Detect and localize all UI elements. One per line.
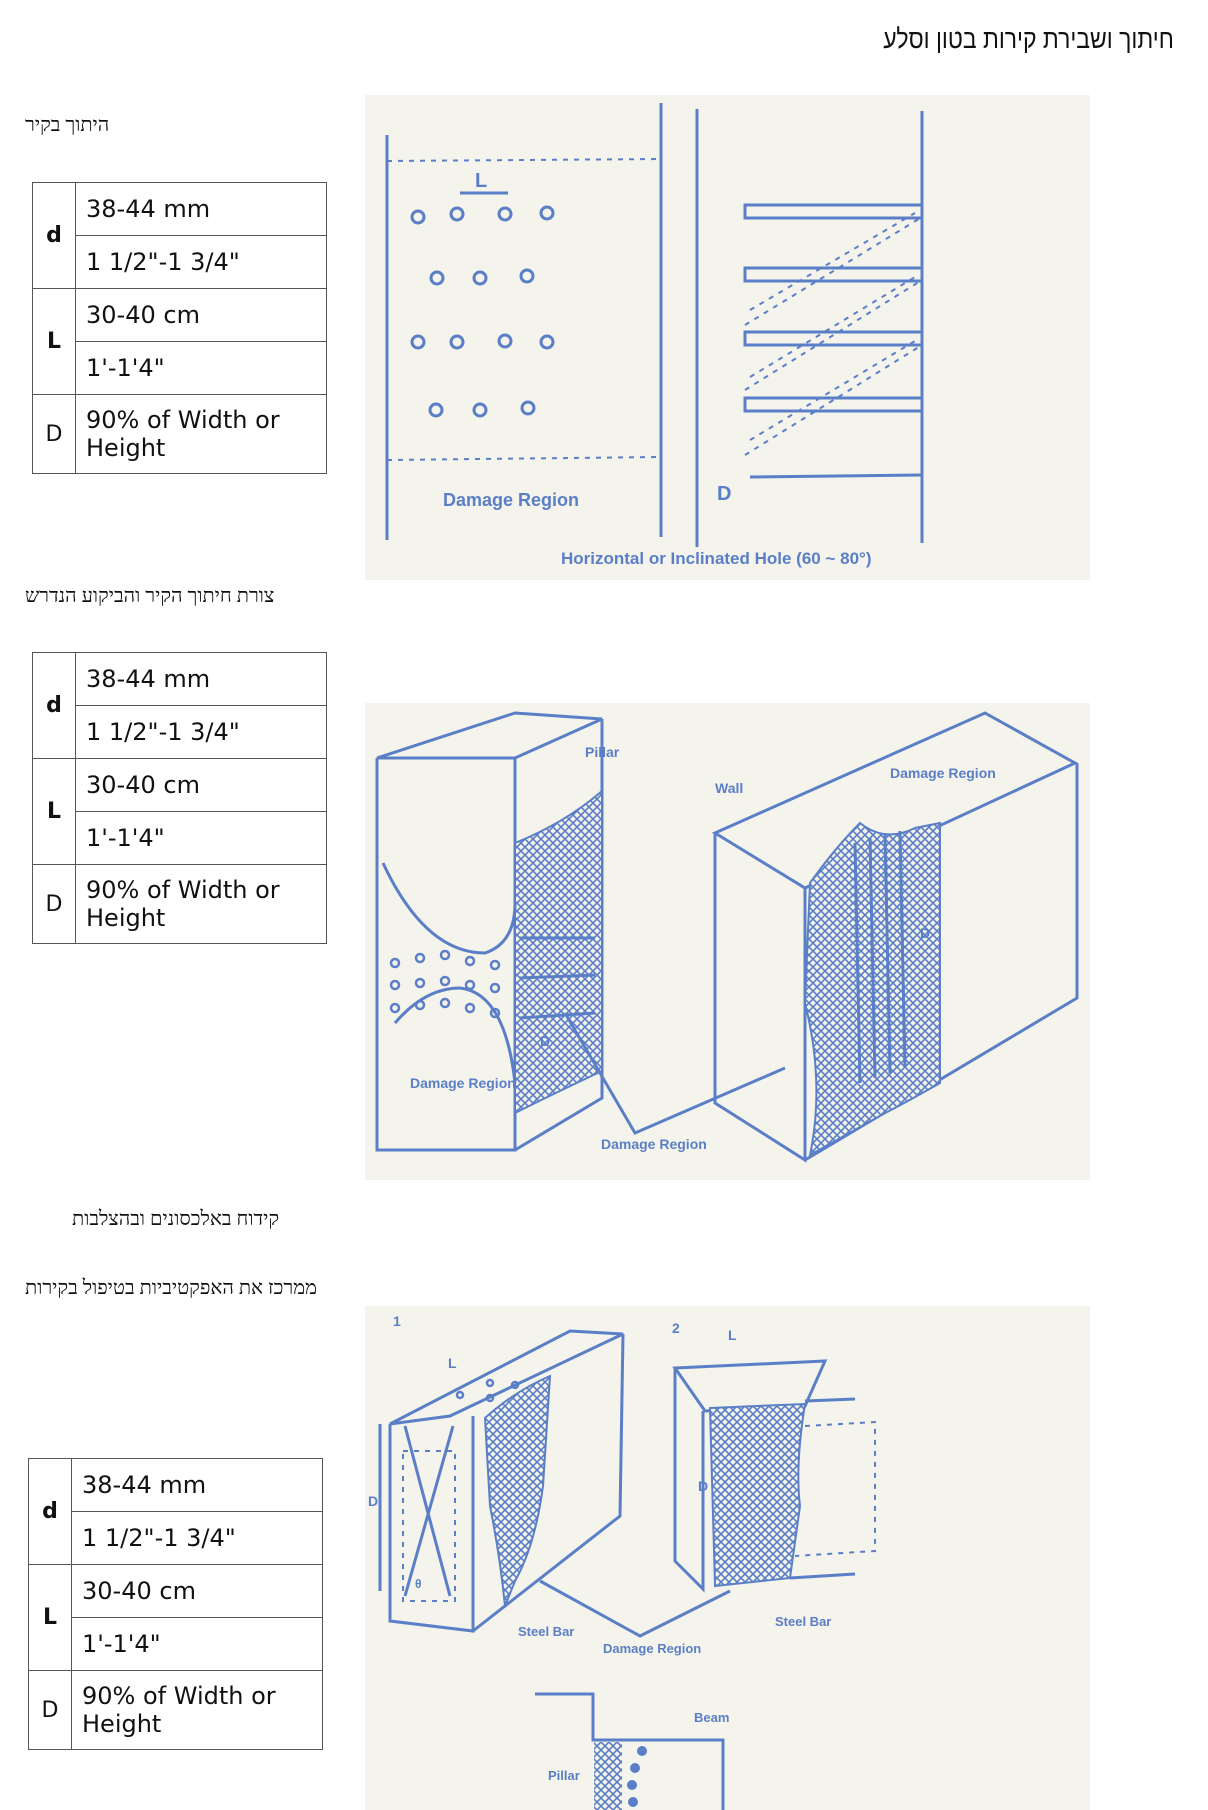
label-theta: θ [415,1577,422,1591]
beam-1-drawing: 1 L D θ Steel Bar [368,1313,625,1639]
label-damage-region-wall: Damage Region [890,765,996,781]
label-damage-region-bottom: Damage Region [601,1136,707,1152]
row-group-label: D [28,1670,72,1750]
wall-section: D [695,109,924,547]
label-damage-region-pillar: Damage Region [410,1075,516,1091]
table-row: 1 1/2"-1 3/4" [33,235,327,289]
table-row: 1 1/2"-1 3/4" [33,705,327,759]
row-group-label: D [32,394,76,474]
table-cell: 30-40 cm [75,758,327,812]
table-cell: 1 1/2"-1 3/4" [75,705,327,759]
label-wall: Wall [715,780,743,796]
table-row: 1 1/2"-1 3/4" [29,1511,323,1565]
table-cell: 1 1/2"-1 3/4" [71,1511,323,1565]
table-cell: 38-44 mm [71,1458,323,1512]
section-label-required-shape: צורת חיתוך הקיר והביקוע הנדרש [25,585,275,607]
table-row: 1'-1'4" [29,1617,323,1671]
label-D-wall: D [920,925,930,941]
figure-caption: Horizontal or Inclinated Hole (60 ~ 80°) [561,549,872,568]
label-L2: L [728,1327,737,1343]
table-cell: 1 1/2"-1 3/4" [75,235,327,289]
section-label-wall-cutting: היתוך בקיר [25,114,110,136]
label-D1: D [368,1493,378,1509]
row-group-label: d [28,1458,72,1565]
row-group-label: L [32,758,76,865]
label-steel-bar-2: Steel Bar [775,1614,831,1629]
table-row: 1'-1'4" [33,811,327,865]
row-group-label: L [32,288,76,395]
label-L: L [475,170,487,192]
page-title: חיתוך ושבירת קירות בטון וסלע [883,24,1174,54]
table-cell: 1'-1'4" [71,1617,323,1671]
label-damage-region: Damage Region [603,1641,701,1656]
label-beam: Beam [694,1710,729,1725]
label-L1: L [448,1355,457,1371]
wall-drawing: Wall Damage Region D [711,711,1079,1163]
label-damage-region: Damage Region [443,490,579,510]
label-1: 1 [393,1313,401,1329]
row-group-label: L [28,1564,72,1671]
table-cell: 90% of Width or Height [71,1670,323,1750]
table-cell: 30-40 cm [71,1564,323,1618]
pillar-drawing: Pillar D Damage Region [375,711,620,1152]
table-cell: 1'-1'4" [75,811,327,865]
table-cell: 38-44 mm [75,182,327,236]
label-D-pillar: D [540,1033,550,1049]
table-cell: 38-44 mm [75,652,327,706]
figure-diagonal-drilling: 1 L D θ Steel Bar 2 L D Steel Bar Damage… [365,1306,1090,1810]
row-group-label: d [32,182,76,289]
label-D: D [717,483,731,505]
table-row: 1'-1'4" [33,341,327,395]
section-label-diagonal-drilling: קידוח באלכסונים ובהצלבות [72,1208,280,1230]
figure-hole-pattern: L Damage Region D Horizontal or Inclinat… [365,95,1090,580]
label-steel-bar-1: Steel Bar [518,1624,574,1639]
table-cell: 90% of Width or Height [75,864,327,944]
table-cell: 1'-1'4" [75,341,327,395]
label-pillar: Pillar [585,744,620,760]
beam-pillar-joint-drawing: Beam Pillar [535,1692,729,1810]
section-label-effectiveness: ממרכז את האפקטיביות בטיפול בקירות [25,1277,317,1299]
row-group-label: D [32,864,76,944]
beam-2-drawing: 2 L D Steel Bar [672,1320,876,1629]
table-cell: 30-40 cm [75,288,327,342]
label-2: 2 [672,1320,680,1336]
label-pillar: Pillar [548,1768,580,1783]
table-cell: 90% of Width or Height [75,394,327,474]
figure-pillar-wall-damage: Pillar D Damage Region Wall Damage Regio… [365,703,1090,1180]
label-D2: D [698,1478,708,1494]
wall-elevation: L Damage Region [385,103,663,540]
row-group-label: d [32,652,76,759]
drill-holes [410,205,555,418]
